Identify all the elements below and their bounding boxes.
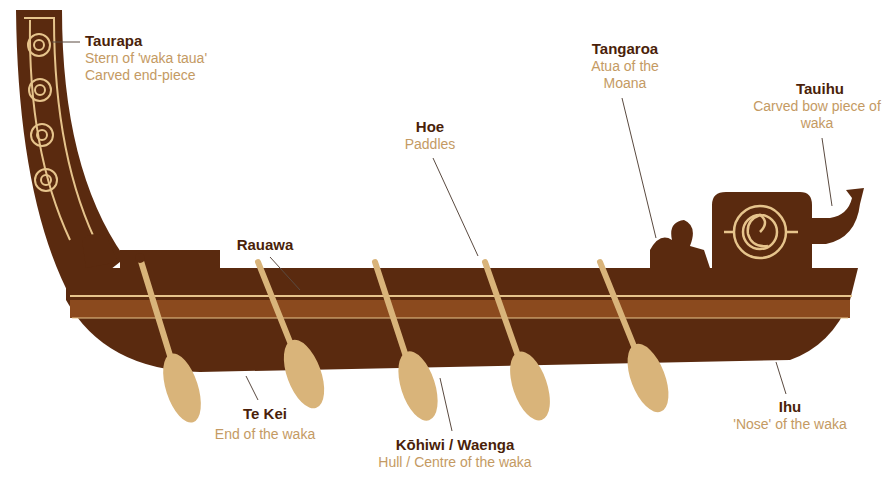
part-name: Kōhiwi / Waenga — [375, 436, 535, 454]
part-description: End of the waka — [200, 426, 330, 443]
part-description: 'Nose' of the waka — [720, 416, 860, 433]
paddle-blades — [156, 334, 677, 427]
part-name: Hoe — [390, 118, 470, 136]
tauihu-bow-piece — [712, 188, 864, 268]
stern-figure — [82, 234, 118, 268]
hoe-paddles — [140, 258, 646, 388]
stern-deck — [120, 250, 220, 270]
bow-spiral — [724, 206, 798, 258]
kohiwi-hull — [66, 268, 858, 372]
part-description: Atua of the Moana — [580, 58, 670, 92]
hull-line — [72, 318, 848, 319]
tangaroa-figure — [650, 220, 710, 268]
hull-band — [70, 300, 850, 318]
rauawa-rail — [70, 295, 852, 297]
part-name: Ihu — [740, 398, 840, 416]
part-description: Stern of 'waka taua' Carved end-piece — [85, 50, 225, 84]
part-name: Te Kei — [215, 405, 315, 423]
part-name: Tauihu — [770, 80, 870, 98]
part-name: Tangaroa — [575, 40, 675, 58]
part-description: Carved bow piece of waka — [752, 98, 882, 132]
part-description: Paddles — [380, 136, 480, 153]
leader-lines — [52, 42, 832, 431]
part-description: Hull / Centre of the waka — [360, 454, 550, 471]
part-name: Rauawa — [225, 236, 305, 254]
paddle-grip — [135, 253, 145, 263]
part-name: Taurapa — [85, 32, 205, 50]
